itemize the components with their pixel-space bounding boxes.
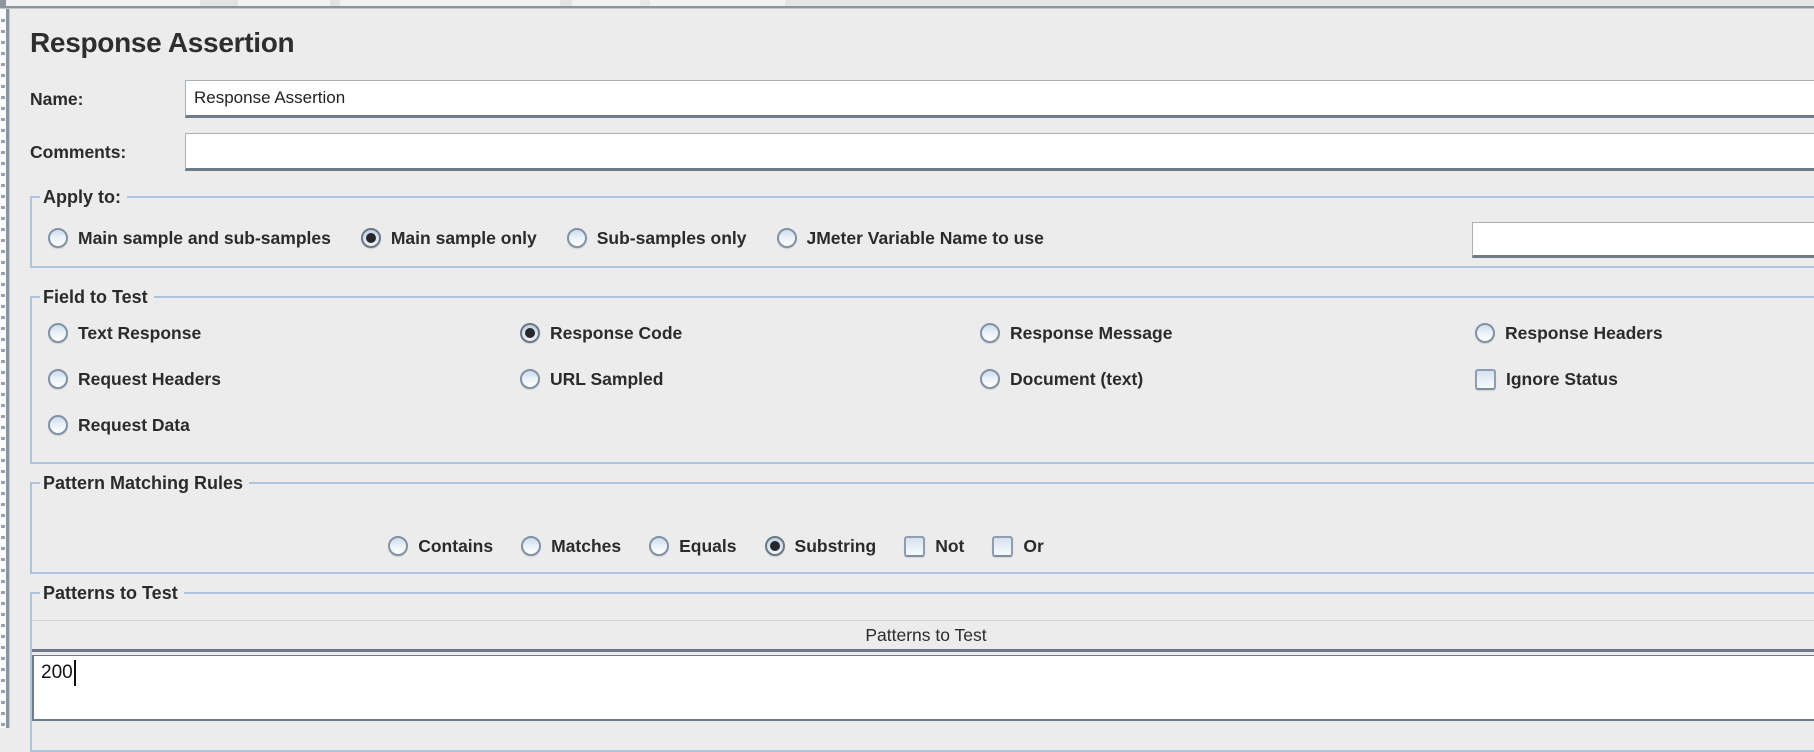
radio-label: URL Sampled xyxy=(550,368,664,389)
radio-label: Request Data xyxy=(78,414,190,435)
radio-text-response[interactable]: Text Response xyxy=(48,310,221,356)
checkbox-not[interactable]: Not xyxy=(904,535,965,557)
radio-icon[interactable] xyxy=(776,228,797,248)
field-to-test-legend: Field to Test xyxy=(40,285,154,309)
radio-icon[interactable] xyxy=(48,323,68,343)
comments-input[interactable] xyxy=(185,133,1814,171)
checkbox-icon[interactable] xyxy=(1475,368,1496,390)
field-to-test-column-4: Response Headers Ignore Status xyxy=(1475,310,1663,402)
apply-to-legend: Apply to: xyxy=(40,185,127,209)
splitter-grip-dots xyxy=(1,11,5,728)
radio-equals[interactable]: Equals xyxy=(649,535,737,557)
patterns-table-header[interactable]: Patterns to Test xyxy=(32,620,1814,652)
radio-sub-samples-only[interactable]: Sub-samples only xyxy=(566,227,747,249)
pattern-value[interactable]: 200 xyxy=(41,662,73,683)
radio-icon[interactable] xyxy=(48,228,68,248)
checkbox-ignore-status[interactable]: Ignore Status xyxy=(1475,356,1663,402)
radio-label: Main sample only xyxy=(390,227,537,248)
radio-label: Substring xyxy=(794,535,877,556)
radio-icon[interactable] xyxy=(566,228,587,248)
radio-label: Sub-samples only xyxy=(596,227,747,248)
pattern-row-editor[interactable]: 200 xyxy=(32,655,1814,721)
radio-label: Response Code xyxy=(550,322,683,343)
name-input[interactable] xyxy=(185,80,1814,118)
page-title: Response Assertion xyxy=(30,27,295,58)
radio-substring[interactable]: Substring xyxy=(764,535,877,557)
pattern-matching-rules-legend: Pattern Matching Rules xyxy=(40,471,250,495)
jmeter-variable-name-input[interactable] xyxy=(1472,222,1814,258)
radio-icon[interactable] xyxy=(521,536,542,556)
checkbox-icon[interactable] xyxy=(992,535,1014,557)
radio-label: Request Headers xyxy=(78,368,221,389)
field-to-test-column-2: Response Code URL Sampled xyxy=(520,310,682,402)
radio-icon[interactable] xyxy=(1475,323,1495,343)
radio-label: Matches xyxy=(551,535,622,556)
splitter-bar xyxy=(6,9,10,728)
radio-label: Response Message xyxy=(1010,322,1173,343)
name-label: Name: xyxy=(30,88,84,109)
radio-label: Contains xyxy=(418,535,494,556)
radio-request-headers[interactable]: Request Headers xyxy=(48,356,221,402)
text-caret xyxy=(73,660,76,686)
radio-icon[interactable] xyxy=(388,536,409,556)
radio-main-sample-and-sub-samples[interactable]: Main sample and sub-samples xyxy=(48,228,331,249)
radio-label: Equals xyxy=(679,535,737,556)
toolbar-bottom-sliver xyxy=(0,0,1814,6)
radio-response-code[interactable]: Response Code xyxy=(520,310,682,356)
radio-icon[interactable] xyxy=(520,323,540,343)
radio-icon[interactable] xyxy=(48,415,68,435)
radio-icon[interactable] xyxy=(764,536,785,556)
radio-icon[interactable] xyxy=(649,536,670,556)
radio-icon[interactable] xyxy=(980,369,1000,389)
radio-main-sample-only[interactable]: Main sample only xyxy=(360,227,537,249)
response-assertion-editor: Response Assertion Name: Comments: Apply… xyxy=(10,9,1814,752)
pattern-matching-rules-fieldset: Pattern Matching Rules Contains Matches … xyxy=(30,471,1814,574)
tree-panel-splitter[interactable] xyxy=(0,9,10,728)
toolbar-divider xyxy=(0,6,1814,9)
radio-icon[interactable] xyxy=(48,369,68,389)
checkbox-or[interactable]: Or xyxy=(992,535,1044,557)
field-to-test-fieldset: Field to Test Text Response Request Head… xyxy=(30,285,1814,464)
radio-jmeter-variable-name[interactable]: JMeter Variable Name to use xyxy=(776,227,1044,249)
radio-icon[interactable] xyxy=(360,228,381,248)
radio-label: Text Response xyxy=(78,322,202,343)
radio-icon[interactable] xyxy=(520,369,540,389)
patterns-to-test-fieldset: Patterns to Test Patterns to Test 200 xyxy=(30,581,1814,752)
checkbox-icon[interactable] xyxy=(904,535,926,557)
radio-matches[interactable]: Matches xyxy=(521,536,621,557)
apply-to-options: Main sample and sub-samples Main sample … xyxy=(48,218,1044,258)
patterns-to-test-legend: Patterns to Test xyxy=(40,581,184,605)
radio-request-data[interactable]: Request Data xyxy=(48,402,221,448)
radio-document-text[interactable]: Document (text) xyxy=(980,356,1172,402)
checkbox-label: Not xyxy=(935,535,965,556)
radio-url-sampled[interactable]: URL Sampled xyxy=(520,356,682,402)
radio-response-message[interactable]: Response Message xyxy=(980,310,1172,356)
pattern-matching-rules-options: Contains Matches Equals Substring Not Or xyxy=(32,526,1400,566)
radio-response-headers[interactable]: Response Headers xyxy=(1475,310,1663,356)
radio-contains[interactable]: Contains xyxy=(388,536,493,557)
checkbox-label: Ignore Status xyxy=(1506,368,1618,389)
radio-label: Main sample and sub-samples xyxy=(78,227,331,248)
radio-icon[interactable] xyxy=(980,323,1000,343)
comments-label: Comments: xyxy=(30,141,127,162)
checkbox-label: Or xyxy=(1023,535,1044,556)
radio-label: Document (text) xyxy=(1010,368,1144,389)
radio-label: JMeter Variable Name to use xyxy=(806,227,1044,248)
field-to-test-column-3: Response Message Document (text) xyxy=(980,310,1172,402)
radio-label: Response Headers xyxy=(1505,322,1663,343)
field-to-test-column-1: Text Response Request Headers Request Da… xyxy=(48,310,221,448)
apply-to-fieldset: Apply to: Main sample and sub-samples Ma… xyxy=(30,185,1814,268)
